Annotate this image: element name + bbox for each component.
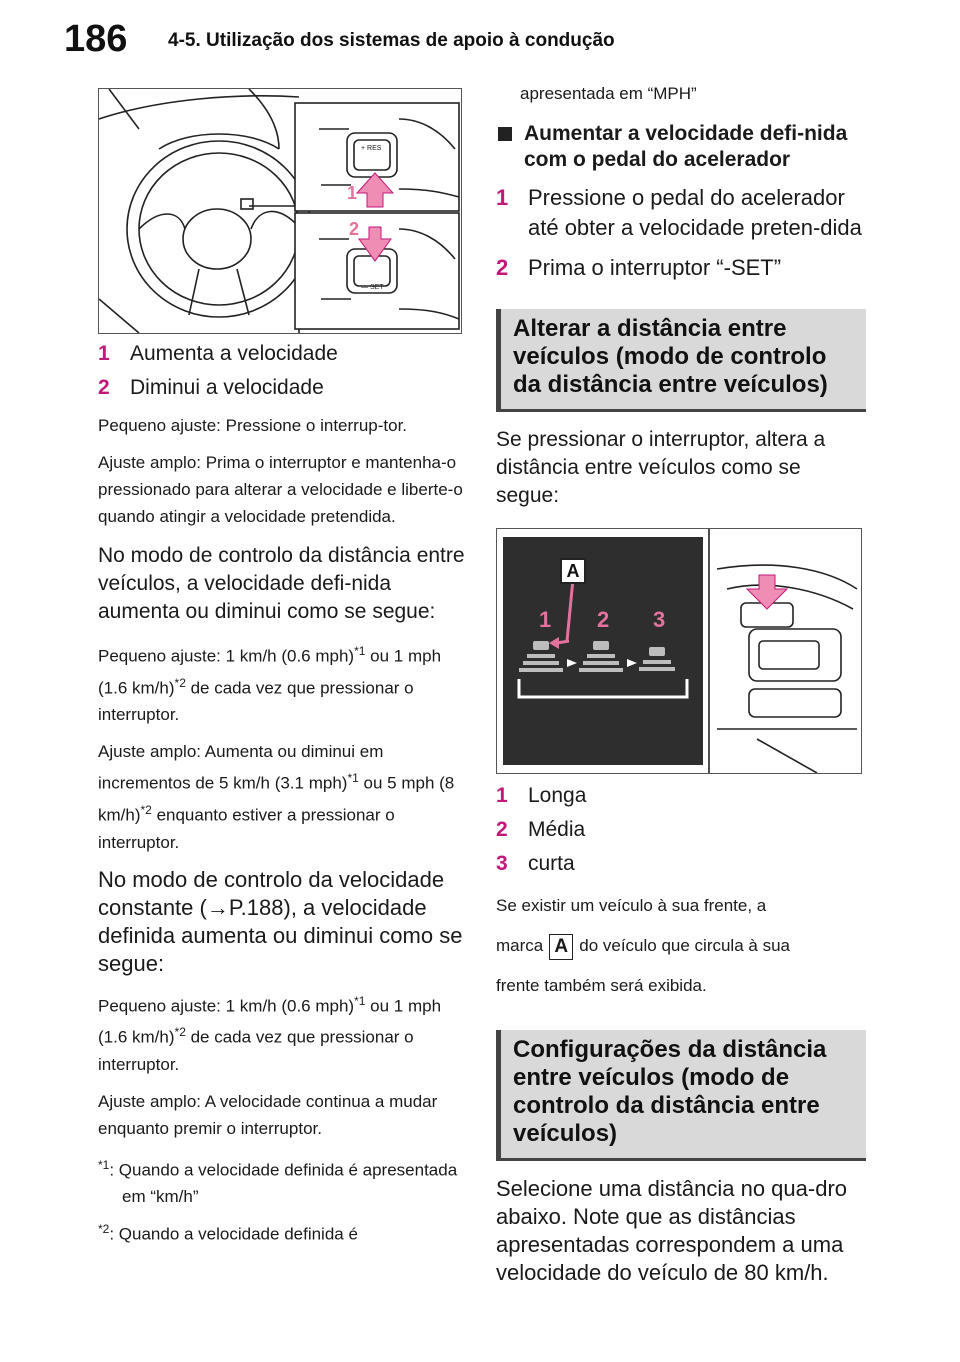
- display-panel: [503, 537, 703, 765]
- up-arrow-icon: [355, 172, 395, 208]
- footnote-continued: apresentada em “MPH”: [520, 84, 697, 103]
- section-heading-box: Configurações da distância entre veículo…: [496, 1030, 866, 1161]
- paragraph: Se pressionar o interruptor, altera a di…: [496, 428, 826, 507]
- paragraph: No modo de controlo da velocidade consta…: [98, 866, 463, 976]
- page-number: 186: [64, 18, 128, 60]
- section-heading: Alterar a distância entre veículos (modo…: [513, 315, 828, 398]
- steering-wheel-figure: + RES — SET 1 2: [98, 88, 462, 334]
- paragraph: No modo de controlo da distância entre v…: [98, 544, 465, 623]
- paragraph: Pequeno ajuste: Pressione o interrup-tor…: [98, 416, 408, 435]
- distance-display-illustration: A 1 2 3: [503, 529, 858, 773]
- subheading: Aumentar a velocidade defi-nida com o pe…: [496, 121, 866, 173]
- figure-label-2: 2: [597, 607, 609, 632]
- figure-label-2: 2: [349, 219, 359, 239]
- chapter-title: 4-5. Utilização dos sistemas de apoio à …: [168, 30, 615, 51]
- page-header: 186 4-5. Utilização dos sistemas de apoi…: [0, 0, 960, 80]
- marker-a-box: A: [549, 933, 574, 960]
- paragraph: Ajuste amplo: Aumenta ou diminui em incr…: [98, 742, 455, 852]
- paragraph: Selecione uma distância no qua-dro abaix…: [496, 1176, 848, 1285]
- figure-label-1: 1: [539, 607, 551, 632]
- footnote: *1: Quando a velocidade definida é apres…: [98, 1157, 458, 1206]
- paragraph: Se existir um veículo à sua frente, a ma…: [496, 896, 790, 995]
- down-arrow-icon: [358, 226, 392, 262]
- section-heading: Configurações da distância entre veículo…: [513, 1036, 827, 1147]
- figure-label-1: 1: [347, 183, 357, 203]
- paragraph: Ajuste amplo: A velocidade continua a mu…: [98, 1091, 438, 1138]
- section-heading-box: Alterar a distância entre veículos (modo…: [496, 309, 866, 412]
- square-bullet-icon: [498, 127, 512, 141]
- paragraph: Pequeno ajuste: 1 km/h (0.6 mph)*1 ou 1 …: [98, 644, 442, 725]
- distance-display-figure: A 1 2 3: [496, 528, 862, 774]
- press-arrow-icon: [745, 574, 789, 610]
- footnote: *2: Quando a velocidade definida é: [98, 1221, 358, 1244]
- right-column: apresentada em “MPH” Aumentar a velocida…: [496, 76, 866, 1297]
- paragraph: Ajuste amplo: Prima o interruptor e mant…: [98, 453, 463, 526]
- steering-wheel-illustration: + RES — SET 1 2: [99, 89, 460, 333]
- res-label: + RES: [361, 145, 382, 152]
- set-label: — SET: [361, 284, 384, 291]
- figure-label-3: 3: [653, 607, 665, 632]
- paragraph: Pequeno ajuste: 1 km/h (0.6 mph)*1 ou 1 …: [98, 993, 442, 1074]
- marker-a-label: A: [567, 561, 580, 581]
